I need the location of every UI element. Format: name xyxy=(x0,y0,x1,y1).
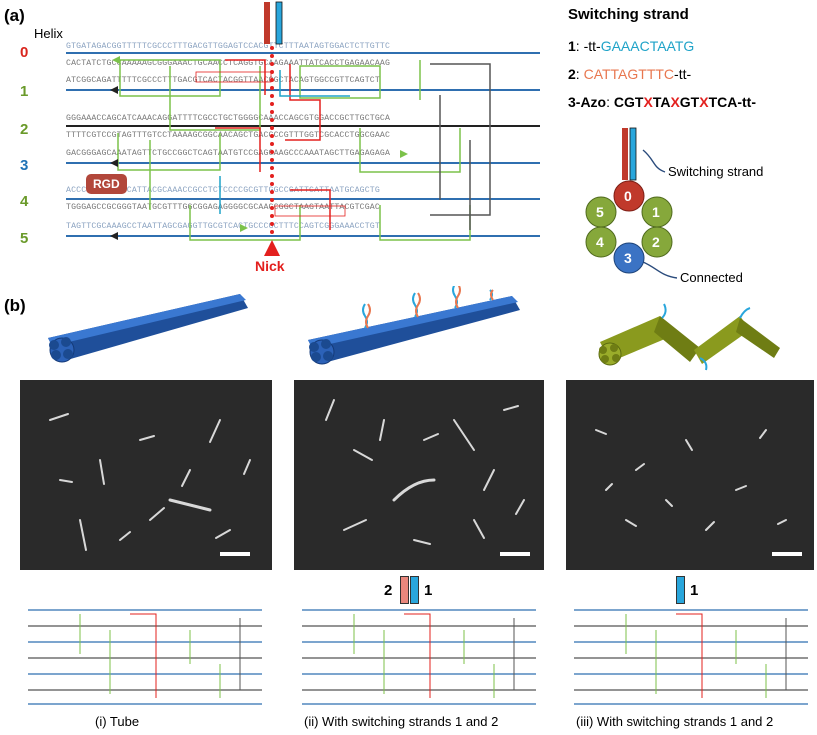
cross-node-0: 0 xyxy=(624,188,632,204)
nick-label: Nick xyxy=(255,258,285,274)
switching-strand-3-azo: 3-Azo: CGTXTAXGTXTCA-tt- xyxy=(568,94,756,110)
switching-strand-annotation: Switching strand xyxy=(668,164,764,179)
sequence-row: TAGTTCGCAAAGCCTAATTAGCGAGGTTGCGTCACTGCCC… xyxy=(66,222,380,231)
strand-3-sep: : xyxy=(606,94,614,110)
strand-2-sep: : xyxy=(575,66,584,82)
strand-3-part: GT xyxy=(679,94,700,110)
helix-number-4: 4 xyxy=(20,193,29,210)
strand-1-prefix: : -tt- xyxy=(575,38,601,54)
strand-3-azo-x: X xyxy=(643,94,653,110)
strand-2-suffix: -tt- xyxy=(674,66,692,82)
strand-2-bar xyxy=(400,576,409,604)
rgd-tag: RGD xyxy=(86,174,127,194)
connected-annotation: Connected xyxy=(680,270,743,285)
strand-1-bar xyxy=(410,576,419,604)
sequence-row: GGGAAACCAGCATCAAACAGGATTTTCGCCTGCTGGGGCA… xyxy=(66,114,391,123)
helix-number-0: 0 xyxy=(20,44,29,61)
caption-i: (i) Tube xyxy=(95,714,140,729)
helix-header: Helix xyxy=(34,26,63,41)
sequence-row: TGGGAGCCGCGGGTAATGCGTTTGGCGGAGAGGGGCGCAA… xyxy=(66,203,380,212)
cross-node-4: 4 xyxy=(596,234,604,250)
strand-1-label-iii: 1 xyxy=(690,582,699,599)
sequence-row: CACTATCTGCCAAAAAGCGGGAAACTGCAACCTCAGGTGC… xyxy=(66,59,391,68)
strand-1-bar-iii xyxy=(676,576,685,604)
micrograph-ii xyxy=(294,380,544,570)
strand-3-part: TCA xyxy=(708,94,738,110)
strand-3-azo-x: X xyxy=(670,94,680,110)
caption-ii: (ii) With switching strands 1 and 2 xyxy=(304,714,499,729)
strand-1-number: 1 xyxy=(568,38,576,54)
strand-diagram-iii xyxy=(574,609,808,705)
sequence-row: ACCCTCGGCGCCCATTACGCAAACCGCCTCTCCCCGCGTT… xyxy=(66,186,380,195)
strand-1-label: 1 xyxy=(424,582,433,599)
tube-model-i xyxy=(48,294,248,363)
strand-3-part: -tt- xyxy=(737,94,757,110)
cross-node-5: 5 xyxy=(596,204,604,220)
strand-diagram-ii xyxy=(302,609,536,705)
sequence-row: ATCGGCAGATTTTTCGCCCTTTGACGTCACTACGGTTAAC… xyxy=(66,76,380,85)
sequence-row: GTGATAGACGGTTTTTCGCCCTTTGACGTTGGAGTCCACG… xyxy=(66,42,391,51)
helix-number-2: 2 xyxy=(20,121,29,138)
tube-model-ii xyxy=(308,286,520,365)
micrograph-iii xyxy=(566,380,814,570)
micrograph-i xyxy=(20,380,272,570)
strand-2-sequence: CATTAGTTTC xyxy=(583,66,675,82)
cross-node-2: 2 xyxy=(652,234,660,250)
sequence-row: GACGGGAGCAAATAGTTCTGCCGGCTCAGTAATGTCCGAG… xyxy=(66,149,391,158)
strand-3-label: 3-Azo xyxy=(568,94,607,110)
panel-a-label: (a) xyxy=(4,6,25,25)
cross-node-3: 3 xyxy=(624,250,632,266)
strand-diagram-i xyxy=(28,609,262,705)
strand-2-label: 2 xyxy=(384,582,393,599)
folded-tube-model-iii xyxy=(598,303,780,371)
caption-iii: (iii) With switching strands 1 and 2 xyxy=(576,714,774,729)
helix-number-5: 5 xyxy=(20,230,29,247)
strand-routing-diagram xyxy=(66,1,540,256)
strand-3-azo-x: X xyxy=(699,94,709,110)
helix-number-3: 3 xyxy=(20,157,29,174)
switching-strand-1: 1: -tt-GAAACTAATG xyxy=(568,38,694,54)
sequence-row: TTTTCGTCCGTAGTTTGTCCTAAAAGCGGCAACAGCTGAC… xyxy=(66,131,391,140)
strand-2-number: 2 xyxy=(568,66,576,82)
helix-cross-section xyxy=(585,127,678,279)
panel-b-label: (b) xyxy=(4,296,26,315)
switching-strand-2: 2: CATTAGTTTC-tt- xyxy=(568,66,691,82)
strand-3-part: TA xyxy=(652,94,671,110)
strand-3-part: CGT xyxy=(613,94,644,110)
cross-node-1: 1 xyxy=(652,204,660,220)
switching-strand-title: Switching strand xyxy=(568,6,689,23)
helix-number-1: 1 xyxy=(20,83,29,100)
strand-1-sequence: GAAACTAATG xyxy=(600,38,695,54)
